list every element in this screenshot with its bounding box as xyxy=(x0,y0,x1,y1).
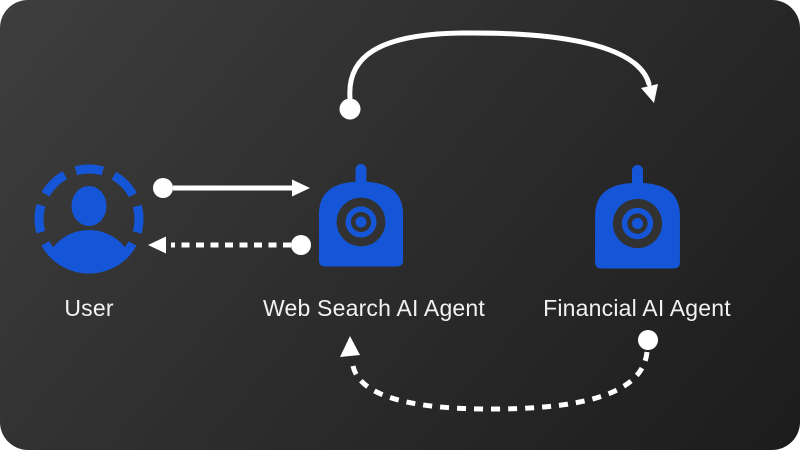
arrow-start-dot xyxy=(638,330,658,350)
node-web-search-agent: Web Search AI Agent xyxy=(263,164,485,321)
arrowhead-down-icon xyxy=(641,84,658,103)
arrowhead-left-icon xyxy=(148,236,166,254)
node-label-user: User xyxy=(64,295,114,321)
arrow-user-to-web-search-agent xyxy=(153,178,310,198)
node-label-web-search-agent: Web Search AI Agent xyxy=(262,295,486,321)
robot-icon xyxy=(595,165,680,269)
arrowhead-up-icon xyxy=(340,336,360,357)
node-label-financial-agent: Financial AI Agent xyxy=(543,295,731,321)
node-user: User xyxy=(33,163,145,321)
arrow-web-search-agent-to-financial-agent xyxy=(339,30,658,120)
robot-icon xyxy=(319,164,403,267)
arrowhead-right-icon xyxy=(292,179,310,197)
arrow-start-dot xyxy=(339,98,361,120)
arrow-web-search-agent-to-user xyxy=(148,235,311,255)
arrow-start-dot xyxy=(291,235,311,255)
user-icon xyxy=(34,164,144,274)
arrow-financial-agent-to-web-search-agent xyxy=(340,330,658,412)
node-financial-agent: Financial AI Agent xyxy=(543,165,731,321)
arrow-start-dot xyxy=(153,178,173,198)
